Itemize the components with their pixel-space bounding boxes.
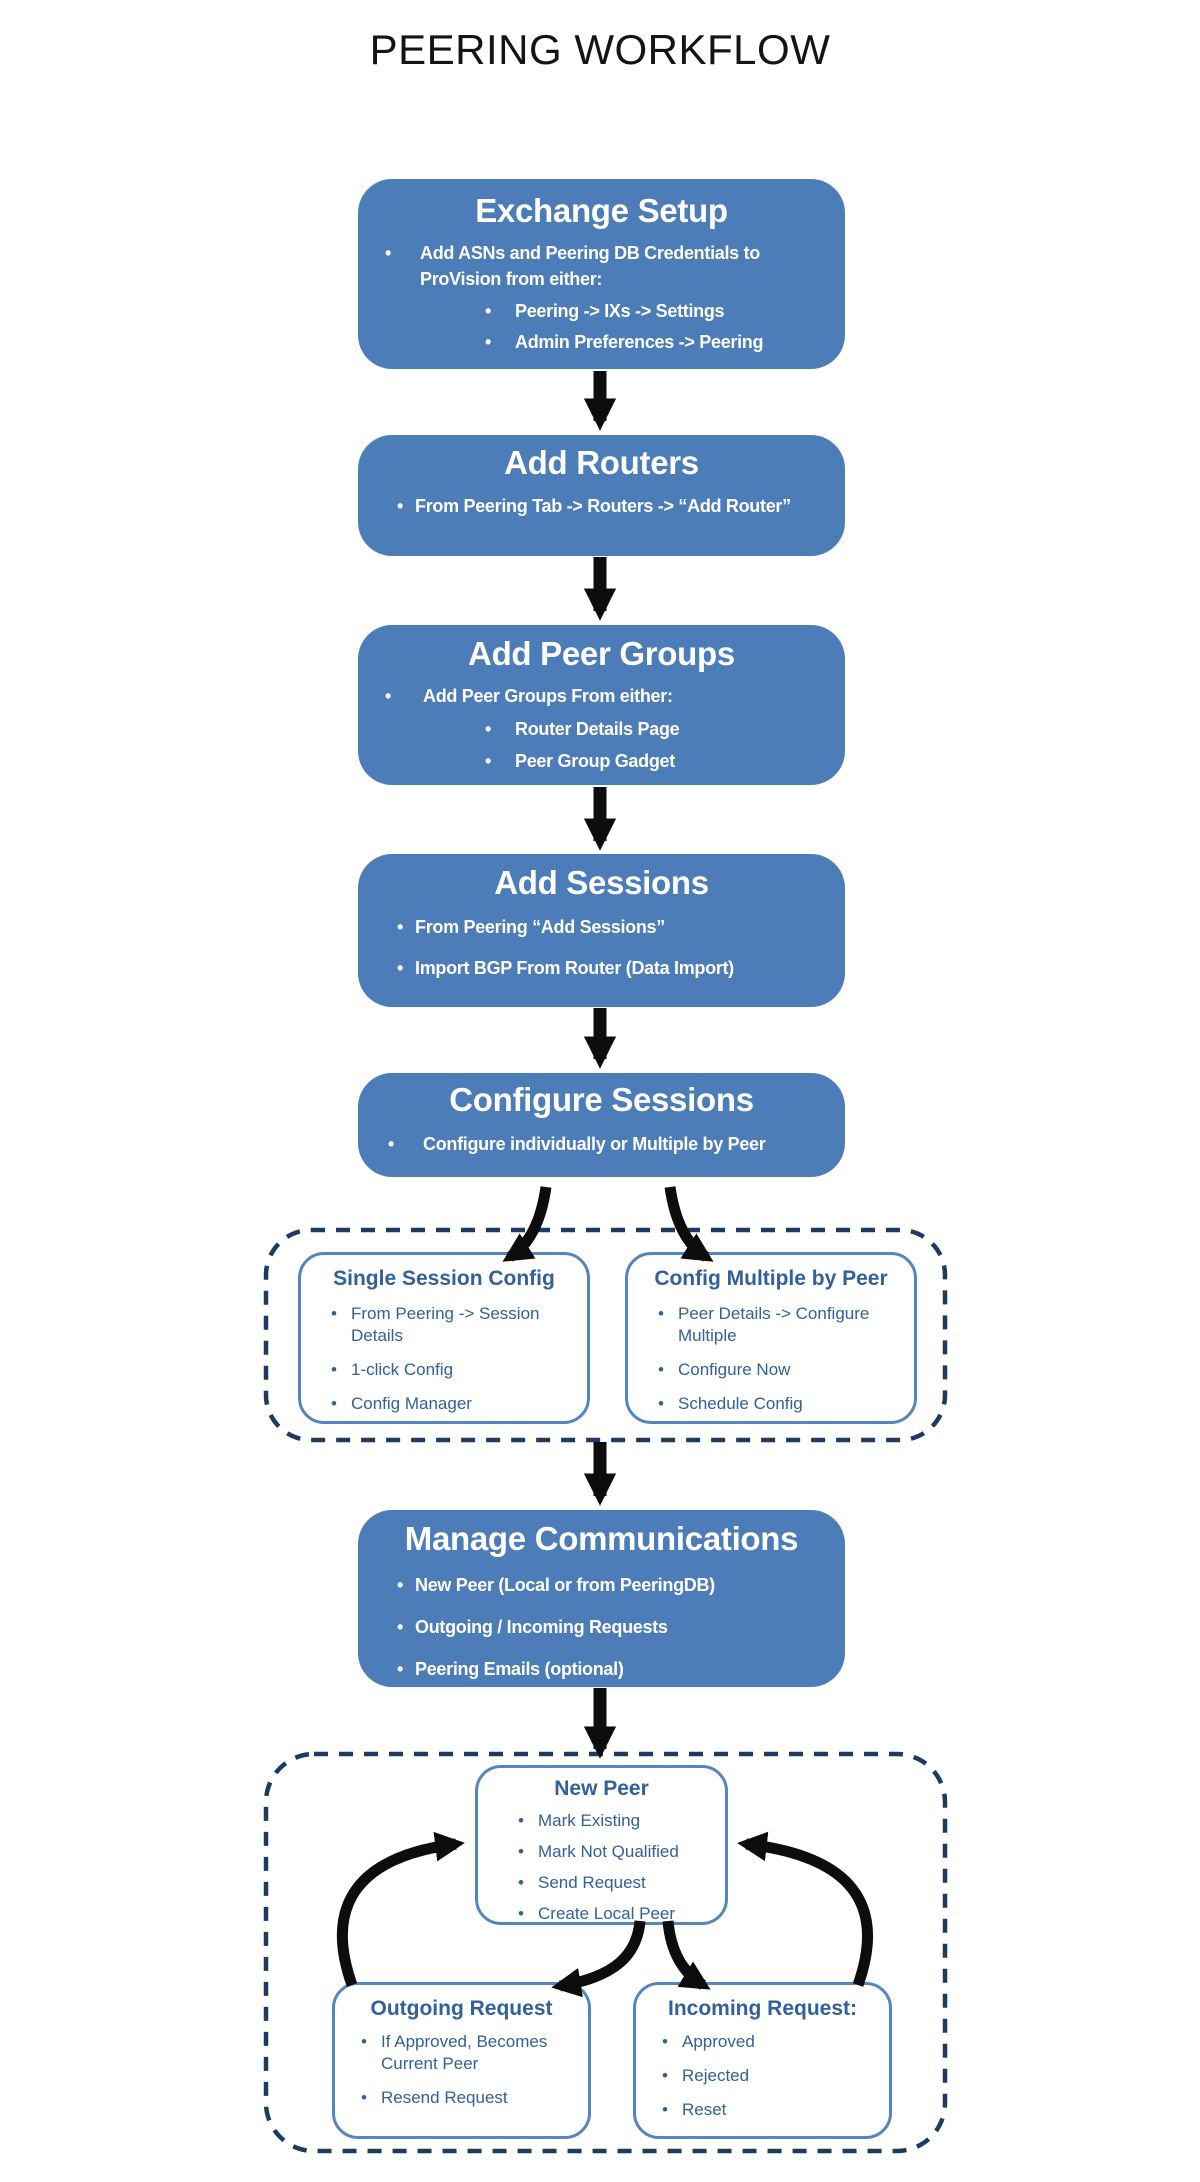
box-title: Manage Communications — [404, 1520, 799, 1557]
sub-bullet-item: Peer Group Gadget — [485, 745, 845, 777]
bullet-item: Mark Existing — [506, 1810, 725, 1832]
box-title: Single Session Config — [333, 1267, 555, 1290]
bullet-item: From Peering -> Session Details — [319, 1303, 587, 1347]
bullet-text: If Approved, Becomes Current Peer — [381, 2032, 548, 2073]
bullet-item: From Peering “Add Sessions” — [397, 914, 845, 940]
bullet-item: Config Manager — [319, 1393, 587, 1415]
bullet-list: Peer Details -> Configure Multiple Confi… — [646, 1303, 914, 1415]
bullet-item: Mark Not Qualified — [506, 1841, 725, 1863]
bullet-item: Schedule Config — [646, 1393, 914, 1415]
box-title: Add Peer Groups — [468, 635, 735, 672]
box-title: Config Multiple by Peer — [654, 1267, 888, 1290]
box-title: Configure Sessions — [449, 1081, 754, 1118]
sub-bullet-list: Router Details Page Peer Group Gadget — [485, 713, 845, 777]
bullet-item: From Peering Tab -> Routers -> “Add Rout… — [397, 493, 845, 519]
flow-arrow-configure-to-single — [502, 1186, 552, 1262]
bullet-item: Peering Emails (optional) — [397, 1656, 845, 1682]
flow-box-manage-communications: Manage Communications New Peer (Local or… — [358, 1510, 845, 1687]
flow-box-add-routers: Add Routers From Peering Tab -> Routers … — [358, 435, 845, 556]
bullet-item: If Approved, Becomes Current Peer — [349, 2031, 588, 2075]
bullet-text: Peer Details -> Configure Multiple — [678, 1304, 870, 1345]
sub-bullet-item: Peering -> IXs -> Settings — [485, 296, 845, 327]
box-title: Add Sessions — [494, 864, 709, 901]
bullet-list: From Peering Tab -> Routers -> “Add Rout… — [397, 493, 845, 519]
bullet-text: Add Peer Groups From either: — [423, 686, 673, 706]
bullet-list: Add Peer Groups From either: Router Deta… — [385, 683, 845, 777]
outline-box-config-multiple-by-peer: Config Multiple by Peer Peer Details -> … — [625, 1252, 917, 1424]
bullet-text: From Peering -> Session Details — [351, 1304, 540, 1345]
bullet-item: Configure individually or Multiple by Pe… — [388, 1131, 845, 1157]
flow-arrow-incoming-to-new-peer — [737, 1831, 873, 1987]
bullet-list: From Peering -> Session Details 1-click … — [319, 1303, 587, 1415]
outline-box-single-session-config: Single Session Config From Peering -> Se… — [298, 1252, 590, 1424]
sub-bullet-list: Peering -> IXs -> Settings Admin Prefere… — [485, 296, 845, 358]
flow-box-add-sessions: Add Sessions From Peering “Add Sessions”… — [358, 854, 845, 1007]
bullet-text: Add ASNs and Peering DB Credentials to P… — [420, 243, 760, 289]
bullet-item: 1-click Config — [319, 1359, 587, 1381]
bullet-item: Send Request — [506, 1872, 725, 1894]
outline-box-new-peer: New Peer Mark Existing Mark Not Qualifie… — [475, 1765, 728, 1925]
bullet-item: New Peer (Local or from PeeringDB) — [397, 1572, 845, 1598]
sub-bullet-item: Router Details Page — [485, 713, 845, 745]
box-title: Add Routers — [504, 444, 699, 481]
bullet-item: Add Peer Groups From either: Router Deta… — [385, 683, 845, 777]
bullet-list: Add ASNs and Peering DB Credentials to P… — [385, 240, 845, 358]
bullet-item: Resend Request — [349, 2087, 588, 2109]
flow-box-add-peer-groups: Add Peer Groups Add Peer Groups From eit… — [358, 625, 845, 785]
bullet-item: Create Local Peer — [506, 1903, 725, 1925]
box-title: New Peer — [554, 1777, 649, 1800]
page-title: PEERING WORKFLOW — [369, 26, 831, 73]
bullet-item: Add ASNs and Peering DB Credentials to P… — [385, 240, 845, 358]
flow-box-configure-sessions: Configure Sessions Configure individuall… — [358, 1073, 845, 1177]
bullet-list: If Approved, Becomes Current Peer Resend… — [349, 2031, 588, 2109]
outline-box-outgoing-request: Outgoing Request If Approved, Becomes Cu… — [332, 1982, 591, 2139]
bullet-list: From Peering “Add Sessions” Import BGP F… — [397, 914, 845, 981]
bullet-item: Import BGP From Router (Data Import) — [397, 955, 845, 981]
flow-arrow-outgoing-to-new-peer — [337, 1831, 465, 1987]
bullet-item: Reset — [650, 2099, 889, 2121]
bullet-list: Approved Rejected Reset — [650, 2031, 889, 2121]
bullet-item: Peer Details -> Configure Multiple — [646, 1303, 914, 1347]
flow-box-exchange-setup: Exchange Setup Add ASNs and Peering DB C… — [358, 179, 845, 369]
flow-arrow-new-peer-to-incoming — [662, 1920, 711, 1990]
bullet-item: Outgoing / Incoming Requests — [397, 1614, 845, 1640]
box-title: Outgoing Request — [370, 1997, 553, 2020]
bullet-item: Approved — [650, 2031, 889, 2053]
flow-arrow-new-peer-to-outgoing — [551, 1920, 646, 1998]
bullet-item: Configure Now — [646, 1359, 914, 1381]
outline-box-incoming-request: Incoming Request: Approved Rejected Rese… — [633, 1982, 892, 2139]
bullet-list: Mark Existing Mark Not Qualified Send Re… — [506, 1810, 725, 1925]
box-title: Incoming Request: — [667, 1997, 857, 2020]
bullet-list: Configure individually or Multiple by Pe… — [388, 1131, 845, 1157]
flow-arrow-configure-to-multiple — [664, 1186, 714, 1262]
box-title: Exchange Setup — [475, 192, 728, 229]
sub-bullet-item: Admin Preferences -> Peering — [485, 327, 845, 358]
bullet-list: New Peer (Local or from PeeringDB) Outgo… — [397, 1572, 845, 1682]
bullet-item: Rejected — [650, 2065, 889, 2087]
